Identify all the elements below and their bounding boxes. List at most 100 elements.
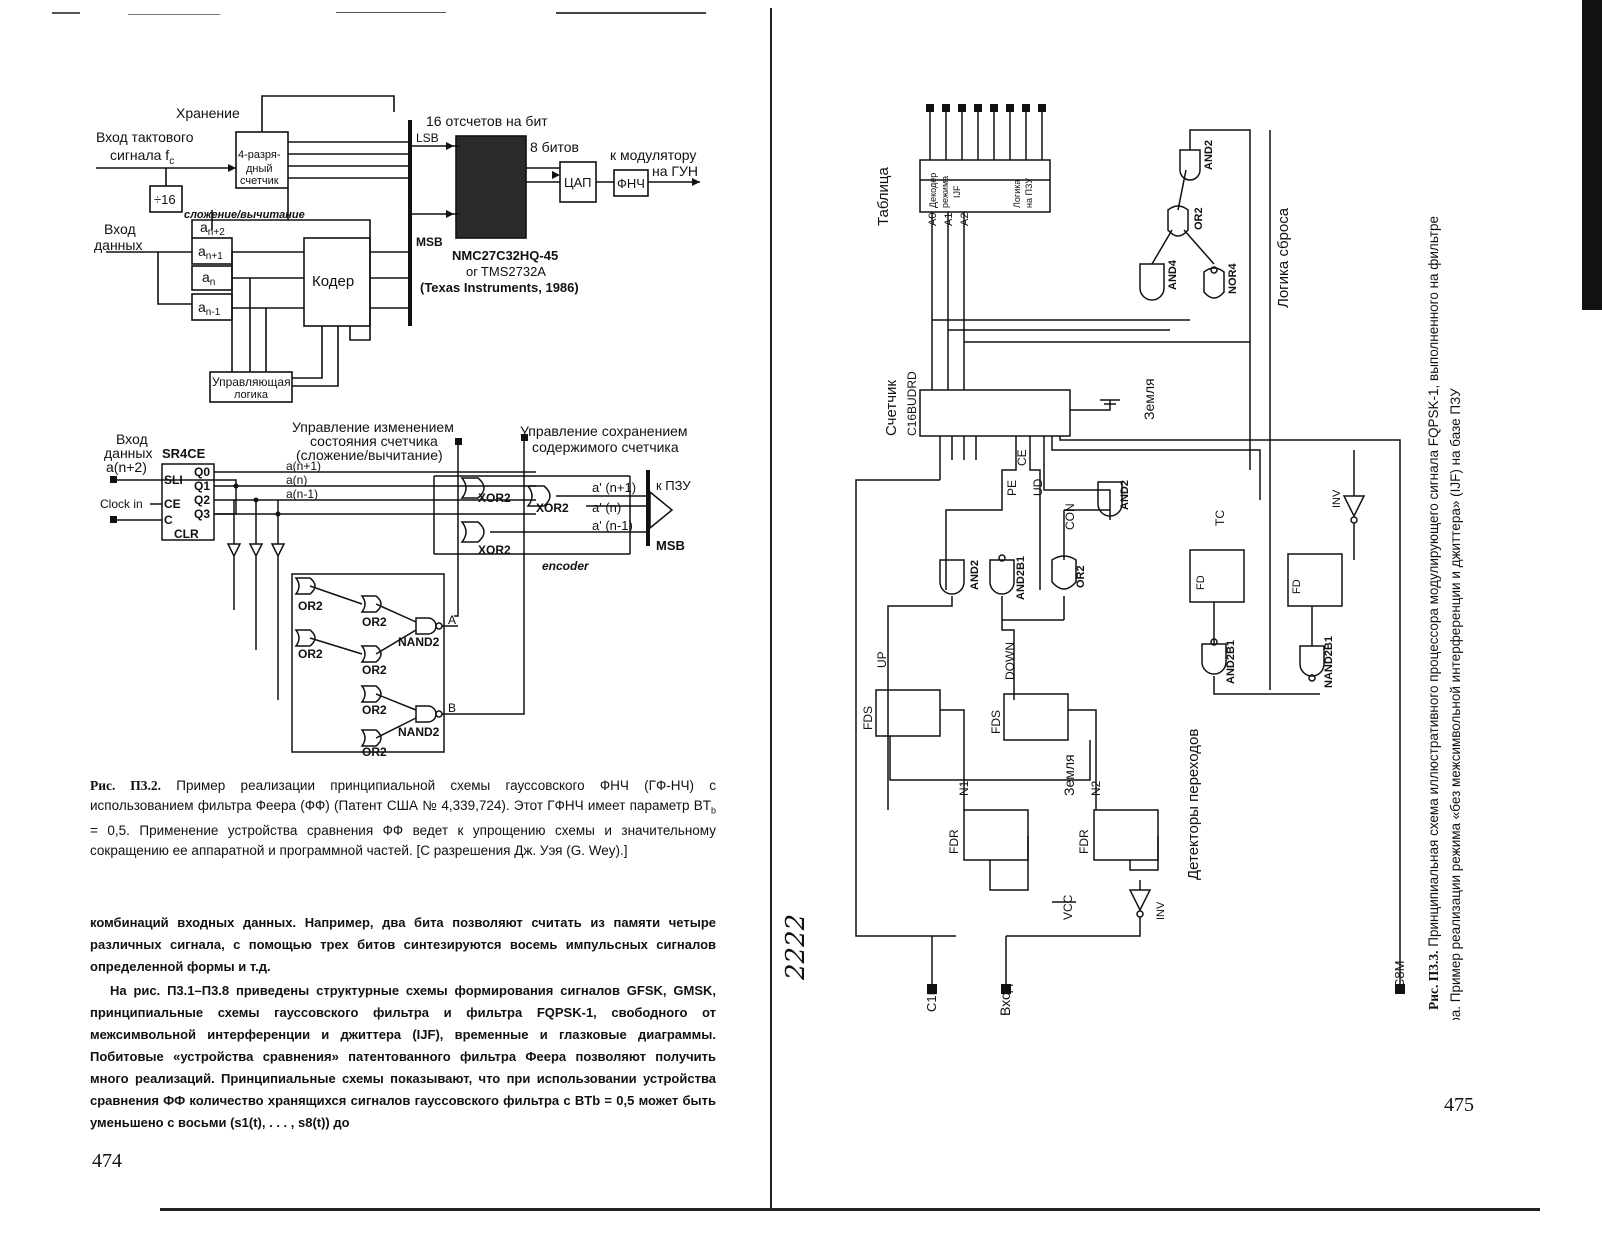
fig1-counter-1: 4-разря- (238, 149, 281, 161)
fig2-pin-q2: Q2 (194, 493, 210, 507)
fig1-dac: ЦАП (564, 175, 592, 190)
fig2-xor-1: XOR2 (478, 491, 511, 505)
fig3-and2b1: AND2B1 (1015, 556, 1027, 600)
figure-1-block-diagram: Хранение Вход тактового сигнала fc ÷16 4… (94, 95, 700, 403)
fig1-lpf: ФНЧ (617, 176, 645, 191)
fig1-clock-label-1: Вход тактового (96, 129, 194, 145)
fig1-reg-2: an (202, 269, 215, 288)
fig3-up: UP (875, 651, 889, 668)
fig3-ground-2: Земля (1061, 754, 1077, 796)
fig1-data-in-1: Вход (104, 221, 136, 237)
fig2-label-b: B (448, 701, 456, 715)
fig3-detectors: Детекторы переходов (1185, 729, 1202, 880)
fig1-counter-3: счетчик (240, 175, 279, 187)
fig3-inv-right: INV (1331, 489, 1343, 508)
fig2-or-6: OR2 (362, 745, 387, 759)
fig3-ce: CE (1015, 449, 1029, 466)
fig2-pin-ce: CE (164, 497, 181, 511)
fig2-or-2: OR2 (362, 615, 387, 629)
fig1-reg-3: an-1 (198, 299, 221, 318)
top-rule (556, 12, 706, 14)
fig1-coder: Кодер (312, 273, 354, 290)
figure-2-schematic: Вход данных a(n+2) SR4CE SLI CE C Q0 Q1 … (100, 420, 691, 759)
fig2-bus-1: a(n+1) (286, 459, 321, 473)
fig3-con: CON (1063, 503, 1077, 530)
fig2-out-2: a' (n) (592, 500, 621, 515)
fig2-ctrl-change-3: (сложение/вычитание) (296, 447, 443, 463)
fig3-ground-1: Земля (1141, 378, 1157, 420)
fig3-and4: AND4 (1167, 259, 1179, 290)
fig1-data-in-2: данных (94, 237, 142, 253)
fig3-and2b1-r: AND2B1 (1225, 640, 1237, 684)
figure-3-schematic: Таблица Счетчик C16BUDRD Земля Логика сб… (855, 104, 1407, 1016)
fig2-ctrl-save-1: Управление сохранением (520, 423, 688, 439)
fig3-ud: UD (1031, 478, 1045, 496)
fig2-bus-3: a(n-1) (286, 487, 318, 501)
fig3-counter-label: Счетчик (883, 380, 900, 436)
paragraph-2: На рис. П3.1–П3.8 приведены структурные … (90, 983, 716, 1130)
fig3-n2: N2 (1089, 780, 1103, 796)
fig1-add-sub: сложение/вычитание (184, 209, 305, 221)
fig3-c1m: C1M (924, 985, 939, 1012)
fig3-reset-logic: Логика сброса (1275, 207, 1292, 308)
figure-caption-right: Рис. П3.3. Принципиальная схема иллюстра… (1426, 216, 1463, 1020)
fig2-or-1: OR2 (298, 599, 323, 613)
fig2-ctrl-change-2: состояния счетчика (310, 433, 438, 449)
paragraph-1: комбинаций входных данных. Например, два… (90, 915, 716, 974)
fig2-pin-sli: SLI (164, 473, 183, 487)
fig1-to-modulator: к модулятору (610, 147, 696, 163)
fig3-n1: N1 (957, 780, 971, 796)
fig3-fds-1: FDS (861, 706, 875, 730)
fig3-and2-left: AND2 (969, 560, 981, 590)
fig1-msb: MSB (416, 235, 443, 249)
fig1-storage-label: Хранение (176, 105, 240, 121)
fig3-counter-chip: C16BUDRD (905, 371, 919, 436)
fig2-pin-c: C (164, 513, 173, 527)
fig3-rom-logic-1: Логика (1012, 180, 1022, 208)
fig3-nor4: NOR4 (1227, 263, 1239, 294)
fig3-and2-top: AND2 (1203, 140, 1215, 170)
fig1-a-n2: an+2 (200, 219, 225, 238)
fig2-xor-3: XOR2 (478, 543, 511, 557)
fig3-vcc: VCC (1061, 894, 1075, 920)
fig2-clr: CLR (174, 527, 199, 541)
fig1-samples: 16 отсчетов на бит (426, 113, 548, 129)
fig3-and2-mid: AND2 (1119, 480, 1131, 510)
fig1-ctrl-1: Управляющая (212, 375, 291, 389)
fig2-clock-in: Clock in (100, 497, 143, 511)
caption-right-line1: Рис. П3.3. Принципиальная схема иллюстра… (1426, 216, 1441, 1010)
fig2-pin-q0: Q0 (194, 465, 210, 479)
fig2-label-a: A (448, 613, 456, 627)
fig3-decoder-1: Декодер (928, 173, 938, 208)
fig1-rom-1: NMC27C32HQ-45 (452, 248, 558, 263)
fig2-pin-q3: Q3 (194, 507, 210, 521)
fig3-rom-logic-2: на ПЗУ (1024, 178, 1034, 208)
fig1-8bits: 8 битов (530, 139, 579, 155)
fig2-data-in-1: Вход (116, 431, 148, 447)
fig3-c8m: C8M (1392, 961, 1407, 988)
fig3-decoder-3: IJF (952, 185, 962, 198)
top-rule (52, 12, 80, 14)
fig3-down: DOWN (1003, 642, 1017, 680)
fig3-fdr-1: FDR (947, 829, 961, 854)
fig3-a0: A0 (927, 213, 939, 226)
handwriting-text: 2222 (781, 914, 811, 981)
fig3-fdr-2: FDR (1077, 829, 1091, 854)
page-edge-right (1582, 0, 1602, 310)
fig2-sr4ce: SR4CE (162, 446, 206, 461)
fig3-fd-1: FD (1195, 575, 1207, 590)
fig1-rom-3: (Texas Instruments, 1986) (420, 280, 579, 295)
fig1-clock-label-2: сигнала fc (110, 147, 174, 167)
fig2-or-4: OR2 (362, 663, 387, 677)
fig2-data-in-3: a(n+2) (106, 459, 147, 475)
fig3-input: Вход (997, 984, 1013, 1016)
fig3-nand2b1: NAND2B1 (1323, 636, 1335, 688)
fig3-decoder-2: режима (940, 176, 950, 208)
book-bottom-edge (160, 1208, 1540, 1211)
fig1-counter-2: дный (246, 163, 273, 175)
fig3-pe: PE (1005, 480, 1019, 496)
fig1-div16: ÷16 (154, 192, 176, 207)
fig3-table-label: Таблица (875, 167, 892, 226)
fig2-or-5: OR2 (362, 703, 387, 717)
fig2-out-3: a' (n-1) (592, 518, 633, 533)
